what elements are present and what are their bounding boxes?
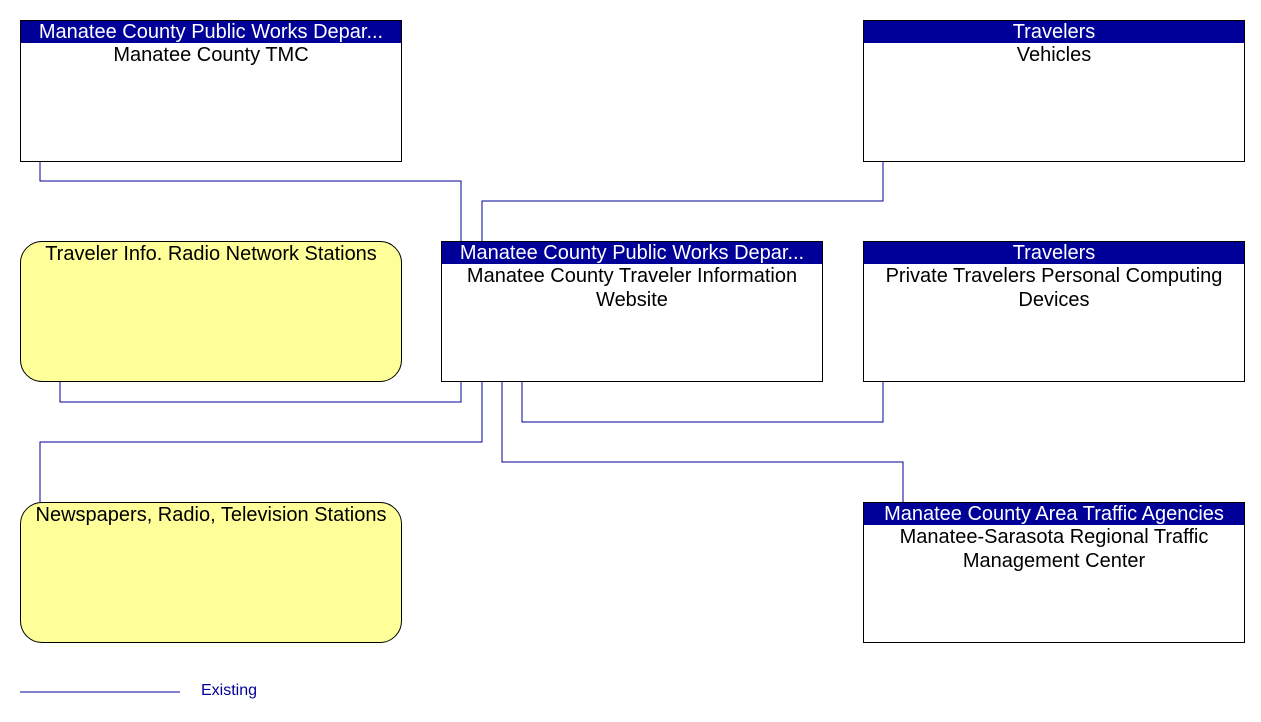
node-regional-traffic-management-center[interactable]: Manatee County Area Traffic Agencies Man… bbox=[863, 502, 1245, 643]
node-owner-header: Manatee County Area Traffic Agencies bbox=[864, 503, 1244, 525]
node-vehicles[interactable]: Travelers Vehicles bbox=[863, 20, 1245, 162]
node-traveler-info-radio-stations[interactable]: Traveler Info. Radio Network Stations bbox=[20, 241, 402, 382]
node-label: Traveler Info. Radio Network Stations bbox=[45, 243, 377, 265]
connector-rtmc-website bbox=[501, 381, 904, 502]
node-traveler-information-website[interactable]: Manatee County Public Works Depar... Man… bbox=[441, 241, 823, 382]
connector-vehicles-website bbox=[481, 161, 884, 241]
node-newspapers-radio-tv[interactable]: Newspapers, Radio, Television Stations bbox=[20, 502, 402, 643]
node-label: Vehicles bbox=[1016, 44, 1092, 66]
legend-existing-label: Existing bbox=[201, 682, 258, 699]
node-owner-header: Manatee County Public Works Depar... bbox=[442, 242, 822, 264]
connector-devices-website bbox=[521, 381, 884, 423]
node-label: Newspapers, Radio, Television Stations bbox=[35, 504, 387, 526]
node-owner-header: Travelers bbox=[864, 242, 1244, 264]
connector-media-website bbox=[39, 381, 483, 502]
connector-radio-website bbox=[59, 381, 462, 403]
connector-tmc-website bbox=[39, 161, 462, 241]
node-manatee-county-tmc[interactable]: Manatee County Public Works Depar... Man… bbox=[20, 20, 402, 162]
node-personal-computing-devices[interactable]: Travelers Private Travelers Personal Com… bbox=[863, 241, 1245, 382]
node-label: Manatee County TMC bbox=[113, 44, 309, 66]
node-owner-header: Travelers bbox=[864, 21, 1244, 43]
node-label: Private Travelers Personal Computing Dev… bbox=[885, 265, 1223, 311]
node-label: Manatee County Traveler Information Webs… bbox=[466, 265, 798, 311]
node-label: Manatee-Sarasota Regional Traffic Manage… bbox=[899, 526, 1209, 572]
node-owner-header: Manatee County Public Works Depar... bbox=[21, 21, 401, 43]
